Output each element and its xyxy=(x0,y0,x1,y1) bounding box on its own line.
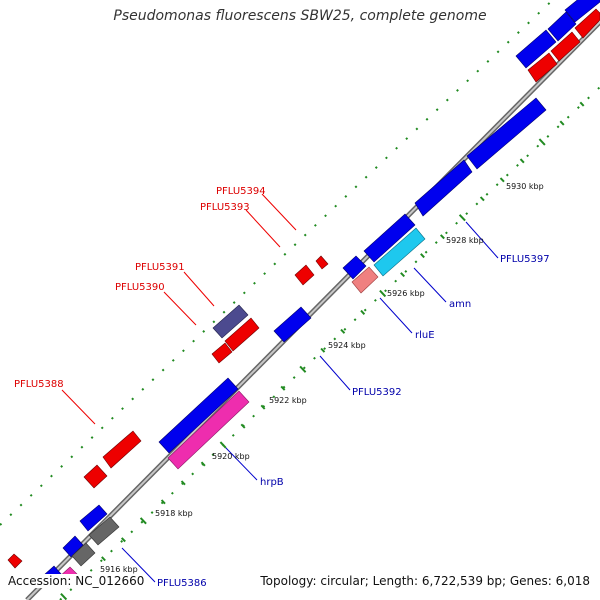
gene-top-red-1[interactable] xyxy=(527,52,558,83)
gene-pflu5394[interactable] xyxy=(315,255,329,270)
tick-label-5920: 5920 kbp xyxy=(212,452,250,461)
tick-mark xyxy=(320,347,326,353)
tick-labels: 5916 kbp 5918 kbp 5920 kbp 5922 kbp 5924… xyxy=(100,182,544,574)
tick-mark xyxy=(180,480,186,486)
map-title: Pseudomonas fluorescens SBW25, complete … xyxy=(113,8,487,24)
tick-mark xyxy=(139,517,147,525)
gene-small-blue[interactable] xyxy=(342,255,367,280)
special-genes xyxy=(57,227,426,589)
tick-mark xyxy=(479,196,485,202)
tick-mark xyxy=(420,253,425,259)
tick-mark xyxy=(60,593,68,600)
tick-label-5924: 5924 kbp xyxy=(328,341,366,350)
tick-mark xyxy=(538,138,546,146)
tick-mark xyxy=(219,441,227,449)
tick-mark xyxy=(379,289,387,298)
gene-top-blue-2[interactable] xyxy=(547,11,577,42)
genome-backbone-highlight xyxy=(26,21,600,600)
genome-summary-text: Topology: circular; Length: 6,722,539 bp… xyxy=(258,574,592,588)
connector-pflu5397 xyxy=(465,221,499,259)
tick-label-5930: 5930 kbp xyxy=(506,182,544,191)
tick-mark xyxy=(299,365,307,373)
label-amn[interactable]: amn xyxy=(449,299,471,310)
tick-label-5918: 5918 kbp xyxy=(155,509,193,518)
gene-pflu5392[interactable] xyxy=(273,306,312,343)
tick-mark xyxy=(200,461,206,467)
gene-pflu5390[interactable] xyxy=(211,342,233,364)
gene-rlue[interactable] xyxy=(351,266,379,294)
label-pflu5393[interactable]: PFLU5393 xyxy=(200,202,250,213)
gene-labels: PFLU5386 hrpB PFLU5392 rluE amn PFLU5397… xyxy=(14,186,550,589)
label-pflu5394[interactable]: PFLU5394 xyxy=(216,186,266,197)
tick-mark xyxy=(458,214,466,222)
connector-pflu5386 xyxy=(121,547,156,583)
connector-rlue xyxy=(379,297,413,334)
gene-pflu5386-gray-1[interactable] xyxy=(71,542,96,567)
tick-mark xyxy=(439,234,445,240)
label-pflu5390[interactable]: PFLU5390 xyxy=(115,282,165,293)
tick-label-5928: 5928 kbp xyxy=(446,236,484,245)
gene-upper-blue-1[interactable] xyxy=(363,213,416,263)
tick-mark xyxy=(400,272,406,278)
forward-genes xyxy=(43,0,600,585)
connector-pflu5388 xyxy=(61,389,96,425)
gene-upper-blue-3[interactable] xyxy=(466,97,547,170)
gene-pflu5386-b[interactable] xyxy=(62,535,84,558)
gene-hrpb[interactable] xyxy=(167,390,250,470)
label-pflu5392[interactable]: PFLU5392 xyxy=(352,387,402,398)
gene-pflu5388-b[interactable] xyxy=(102,430,142,469)
gene-top-red-3[interactable] xyxy=(574,8,600,39)
connector-pflu5390 xyxy=(163,291,197,326)
connector-pflu5393 xyxy=(245,209,281,248)
label-pflu5391[interactable]: PFLU5391 xyxy=(135,262,185,273)
gene-left-edge[interactable] xyxy=(7,553,23,569)
connector-pflu5392 xyxy=(319,355,351,391)
label-pflu5388[interactable]: PFLU5388 xyxy=(14,379,64,390)
gene-hrpb-blue[interactable] xyxy=(158,377,239,454)
connector-hrpb xyxy=(225,447,258,481)
gene-amn[interactable] xyxy=(373,227,426,277)
gene-pflu5388-a[interactable] xyxy=(83,464,108,489)
tick-mark xyxy=(499,177,505,183)
gene-top-red-2[interactable] xyxy=(550,31,581,62)
connector-amn xyxy=(413,267,447,303)
gene-pflu5386-c[interactable] xyxy=(79,504,108,532)
label-pflu5386[interactable]: PFLU5386 xyxy=(157,578,207,589)
tick-mark xyxy=(280,385,286,391)
gene-upper-blue-2[interactable] xyxy=(414,159,473,217)
gene-top-blue-3[interactable] xyxy=(564,0,600,23)
gene-pflu5391-slate[interactable] xyxy=(212,304,249,339)
label-connectors xyxy=(61,193,499,583)
accession-text: Accession: NC_012660 xyxy=(6,574,147,588)
gene-top-blue-1[interactable] xyxy=(515,29,557,69)
tick-mark xyxy=(160,499,166,505)
tick-mark xyxy=(579,101,585,107)
tick-mark xyxy=(360,309,366,315)
tick-marks xyxy=(60,101,585,600)
gene-pflu5386-gray-2[interactable] xyxy=(88,516,120,546)
connector-pflu5394 xyxy=(261,193,297,231)
tick-mark xyxy=(559,120,565,126)
tick-mark xyxy=(240,423,246,429)
tick-mark xyxy=(101,556,106,562)
gene-pflu5391[interactable] xyxy=(224,317,260,352)
tick-mark xyxy=(120,537,126,543)
gene-pflu5393[interactable] xyxy=(294,264,315,286)
tick-mark xyxy=(519,158,525,164)
reverse-genes xyxy=(7,8,600,569)
label-rlue[interactable]: rluE xyxy=(415,330,435,341)
tick-label-5926: 5926 kbp xyxy=(387,289,425,298)
tick-label-5922: 5922 kbp xyxy=(269,396,307,405)
tick-mark xyxy=(260,404,266,410)
tick-mark xyxy=(340,328,346,334)
label-pflu5397[interactable]: PFLU5397 xyxy=(500,254,550,265)
tick-label-5916: 5916 kbp xyxy=(100,565,138,574)
label-hrpb[interactable]: hrpB xyxy=(260,477,284,488)
connector-pflu5391 xyxy=(183,271,215,307)
